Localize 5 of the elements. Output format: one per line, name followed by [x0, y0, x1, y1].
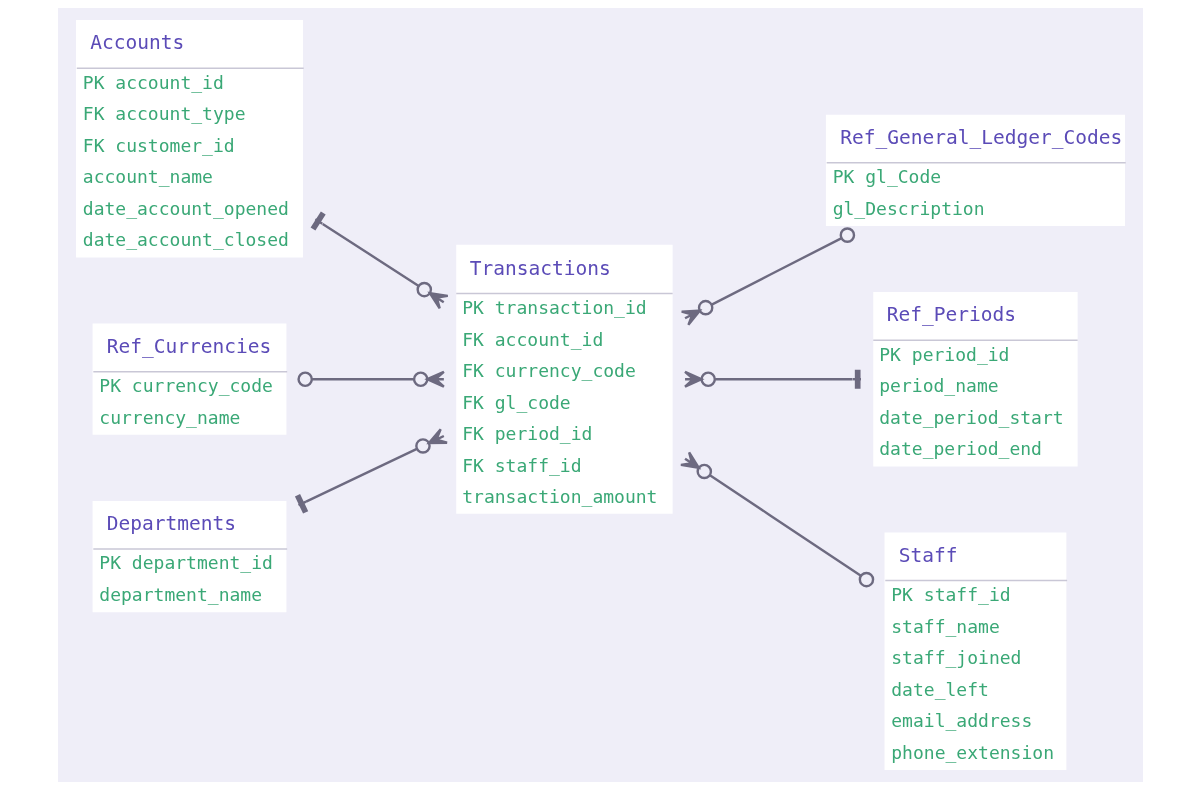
connector [679, 227, 855, 327]
connector [679, 451, 874, 588]
connector [296, 370, 445, 388]
connector [294, 428, 448, 514]
connector [310, 211, 449, 310]
